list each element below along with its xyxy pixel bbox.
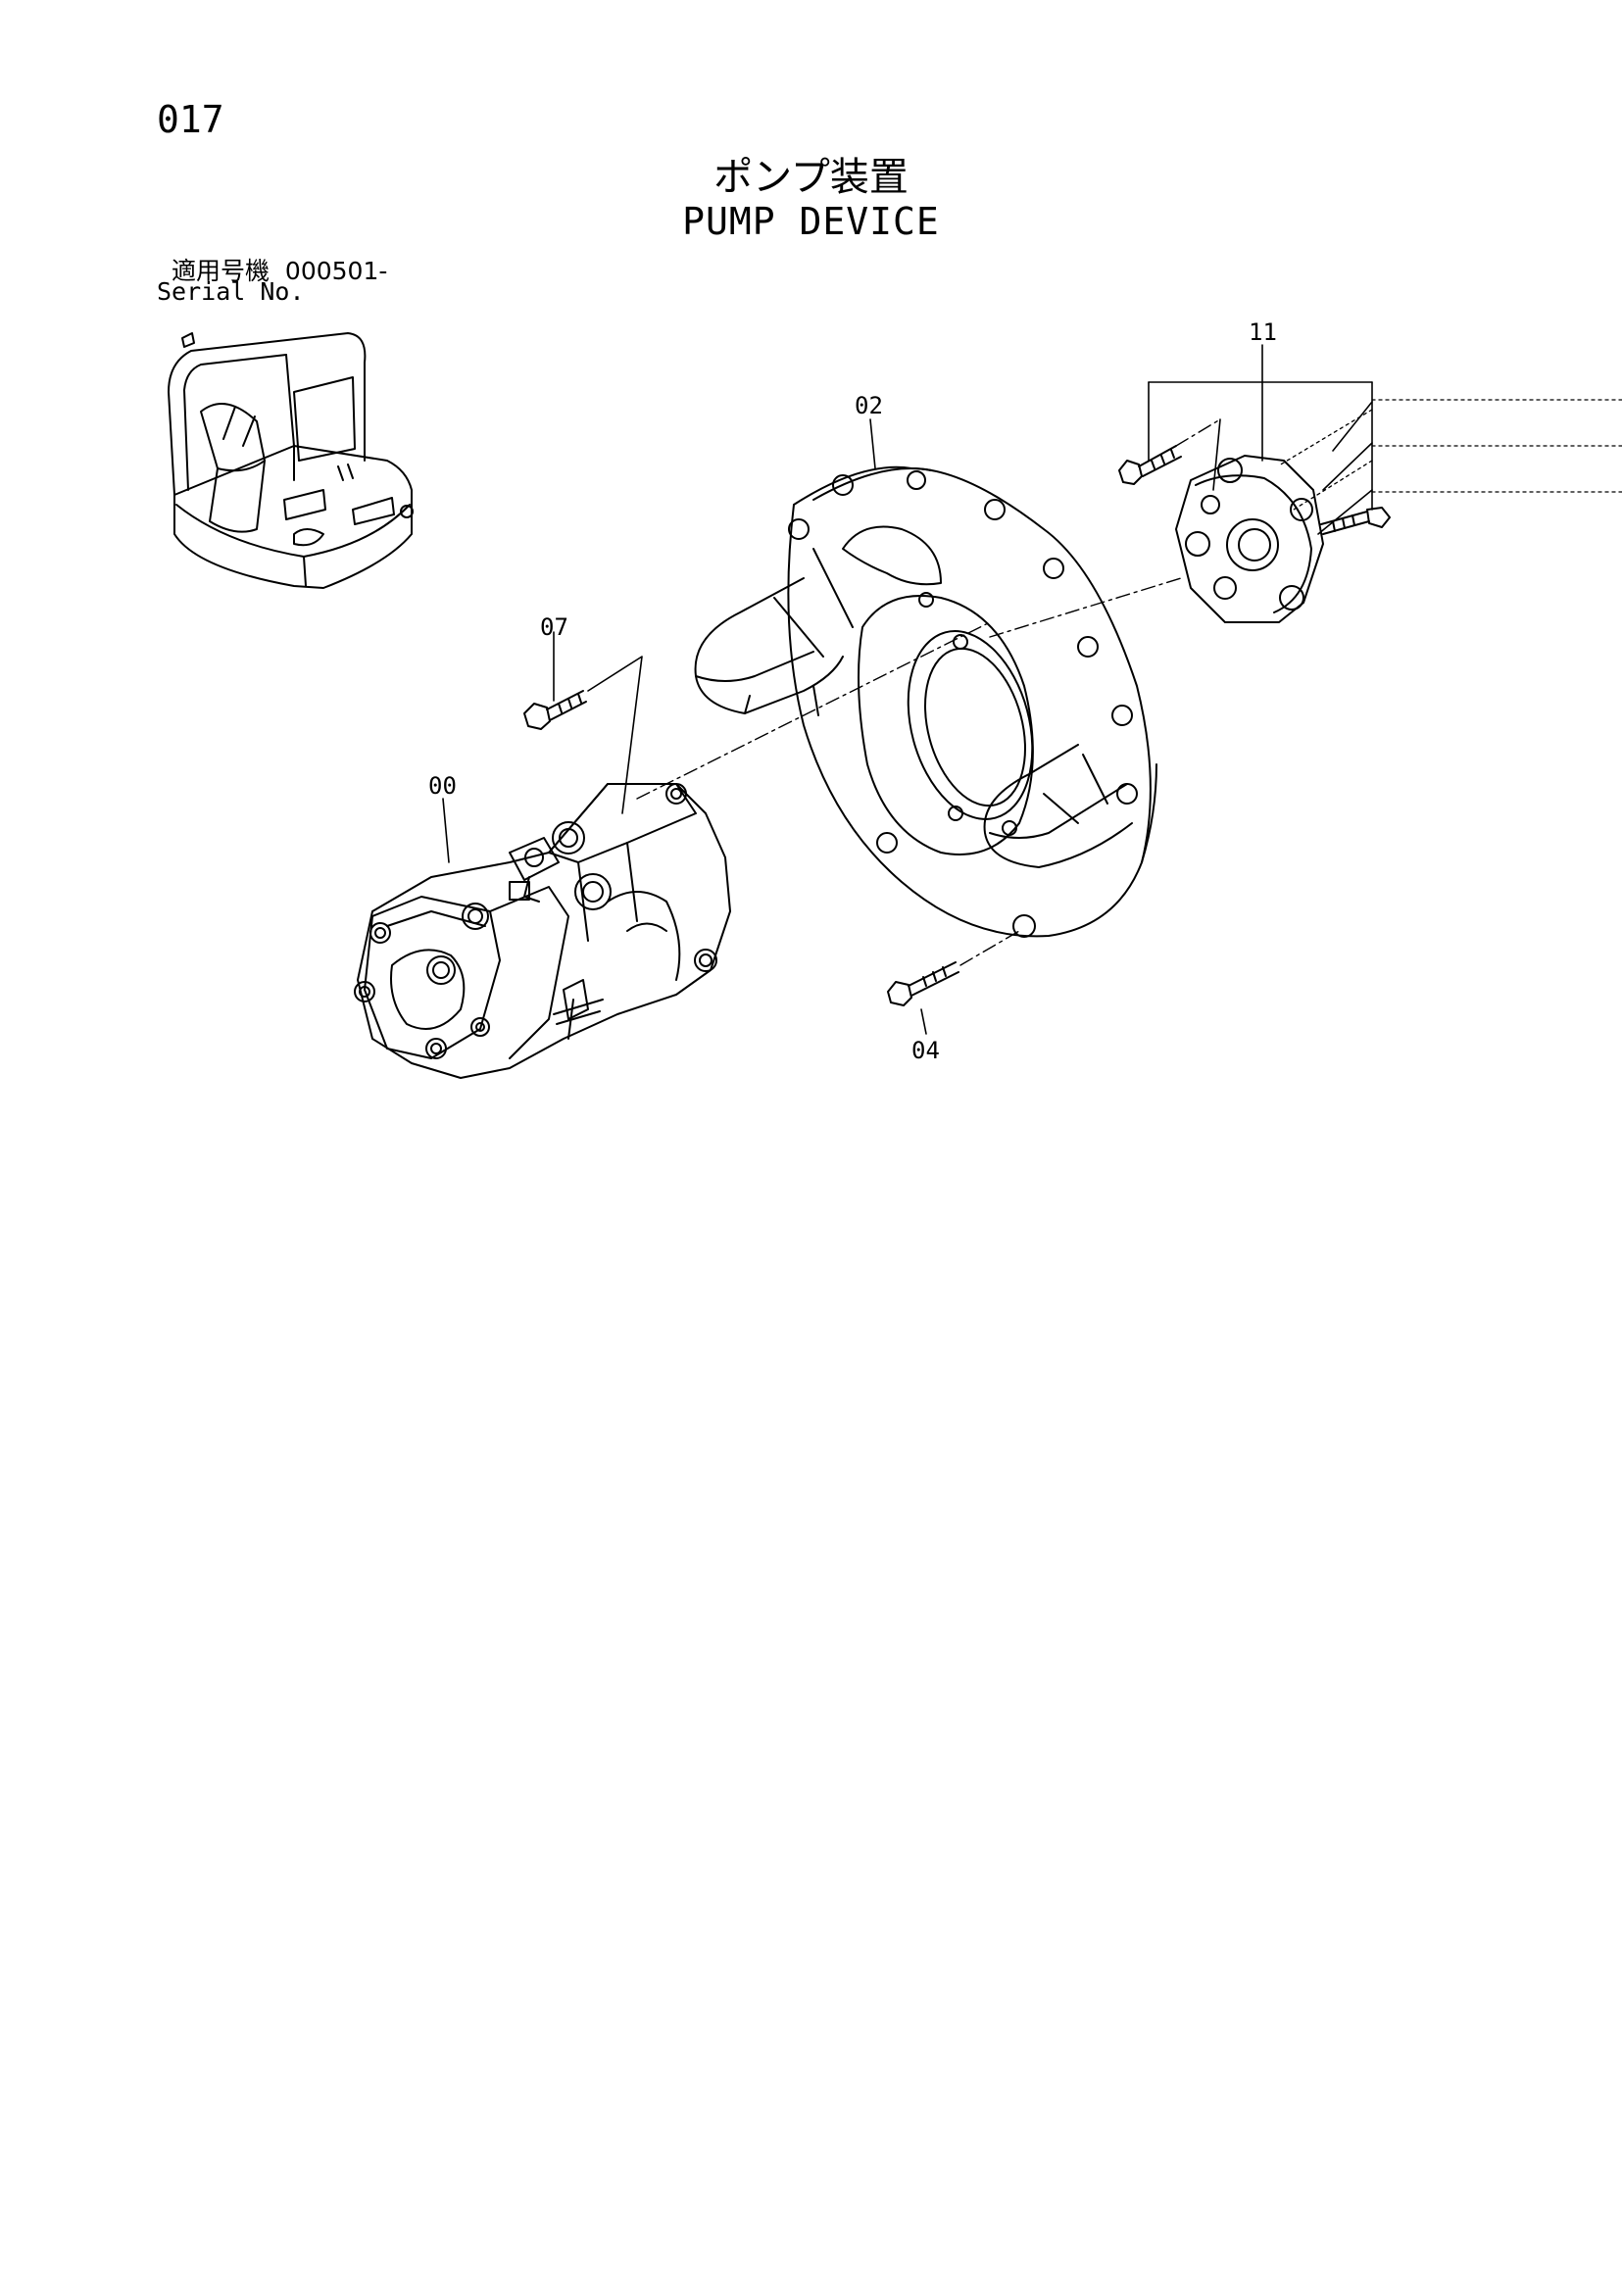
coupling-11: [1175, 455, 1324, 623]
serial-label-jp-text: 適用号機: [172, 257, 270, 285]
coupling-bolt-right: [1320, 507, 1391, 535]
callout-04: 04: [911, 1037, 940, 1064]
excavator-thumbnail: [168, 332, 414, 589]
serial-number-value: 000501-: [284, 257, 388, 285]
page-title-english: PUMP DEVICE: [682, 200, 940, 243]
callout-00: 00: [428, 772, 457, 800]
callout-11: 11: [1249, 318, 1277, 346]
serial-label-japanese: 適用号機 000501-: [172, 252, 387, 287]
bolt-04: [887, 961, 959, 1006]
serial-label-english: Serial No.: [157, 277, 305, 306]
hydraulic-pump-00: [354, 783, 731, 1079]
page-number: 017: [157, 98, 224, 141]
page-title-japanese: ポンプ装置: [713, 155, 909, 200]
bolt-07: [523, 690, 587, 730]
leader-lines: [442, 344, 1373, 1035]
center-lines: [636, 418, 1221, 966]
pump-housing-02: [694, 465, 1157, 938]
coupling-bolt-left: [1118, 445, 1182, 485]
callout-02: 02: [855, 392, 883, 419]
dotted-reference-lines: [1278, 399, 1622, 511]
